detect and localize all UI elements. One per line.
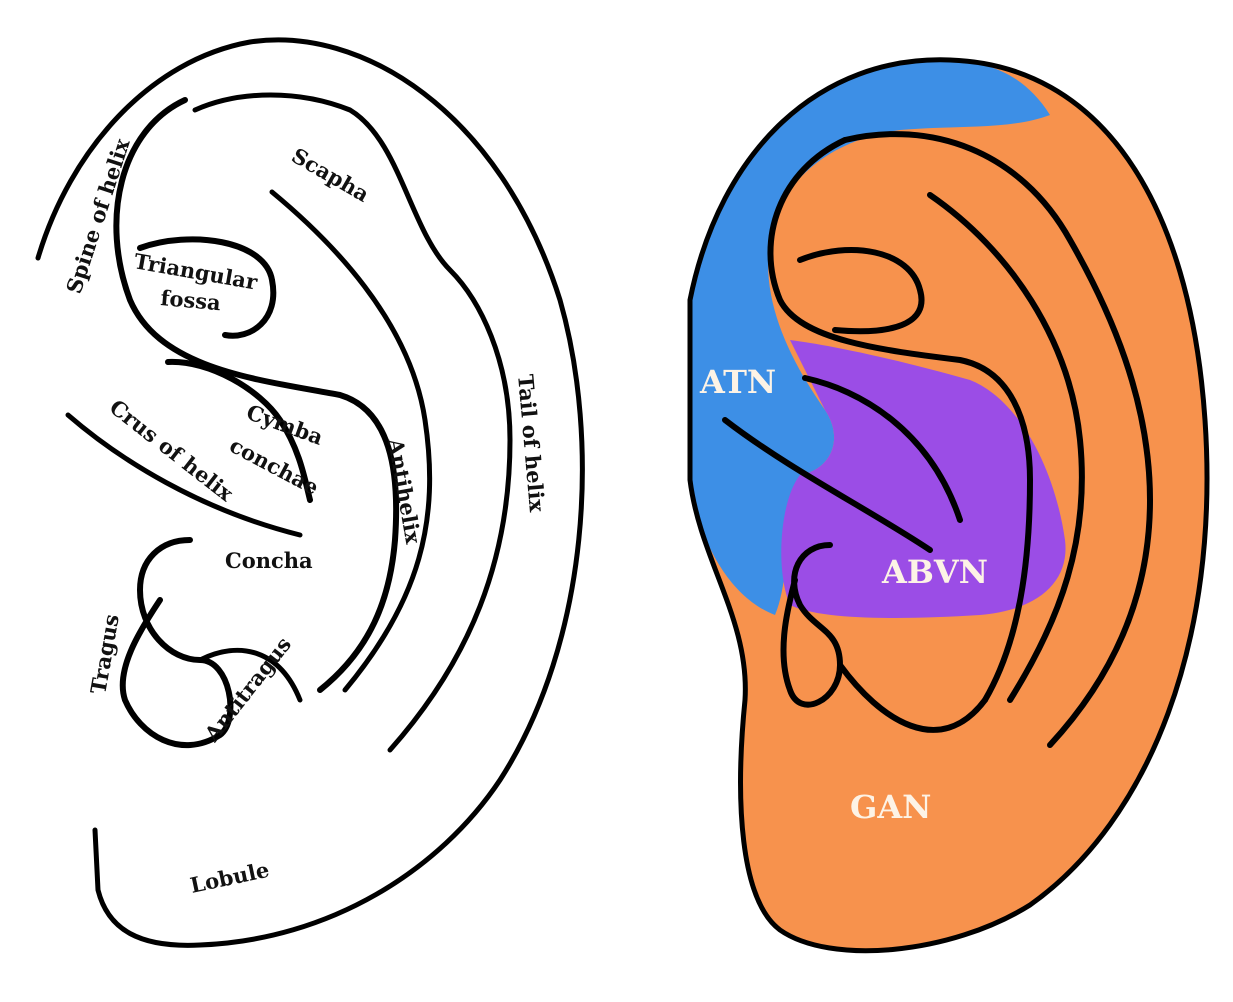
tragus-outline xyxy=(119,537,234,748)
helix-outline xyxy=(35,37,585,948)
label-tail-of-helix: Tail of helix xyxy=(513,373,550,513)
triangular-fossa-outline xyxy=(137,236,277,339)
right-antihelix-outline xyxy=(767,137,1033,703)
label-antihelix: Antihelix xyxy=(383,436,426,547)
abvn-region xyxy=(781,340,1066,618)
right-cymba-outline xyxy=(802,375,963,523)
label-crus-of-helix: Crus of helix xyxy=(105,394,239,506)
label-tragus: Tragus xyxy=(85,612,124,696)
right-fossa-outline xyxy=(797,247,925,335)
label-concha: Concha xyxy=(225,548,313,573)
label-gan: GAN xyxy=(850,788,931,826)
right-helix-outline xyxy=(687,57,1210,954)
right-scapha-outline xyxy=(927,192,1085,703)
label-atn: ATN xyxy=(699,363,776,401)
antihelix-outline xyxy=(113,97,400,693)
antitragus-outline xyxy=(197,647,303,703)
crus-of-helix-outline xyxy=(65,412,303,538)
label-lobule: Lobule xyxy=(188,857,272,898)
right-crus-outline xyxy=(722,417,933,553)
anatomy-ear: Spine of helix Scapha Triangular fossa T… xyxy=(35,37,585,948)
cymba-outline xyxy=(165,358,313,503)
label-scapha: Scapha xyxy=(288,143,375,207)
innervation-ear: ATN ABVN GAN xyxy=(687,57,1210,954)
right-tragus-outline xyxy=(780,542,988,733)
label-abvn: ABVN xyxy=(881,553,988,591)
right-inner-helix-outline xyxy=(842,131,1153,748)
scapha-outline xyxy=(269,189,433,693)
label-fossa: fossa xyxy=(160,285,223,315)
inner-helix-outline xyxy=(192,92,513,753)
